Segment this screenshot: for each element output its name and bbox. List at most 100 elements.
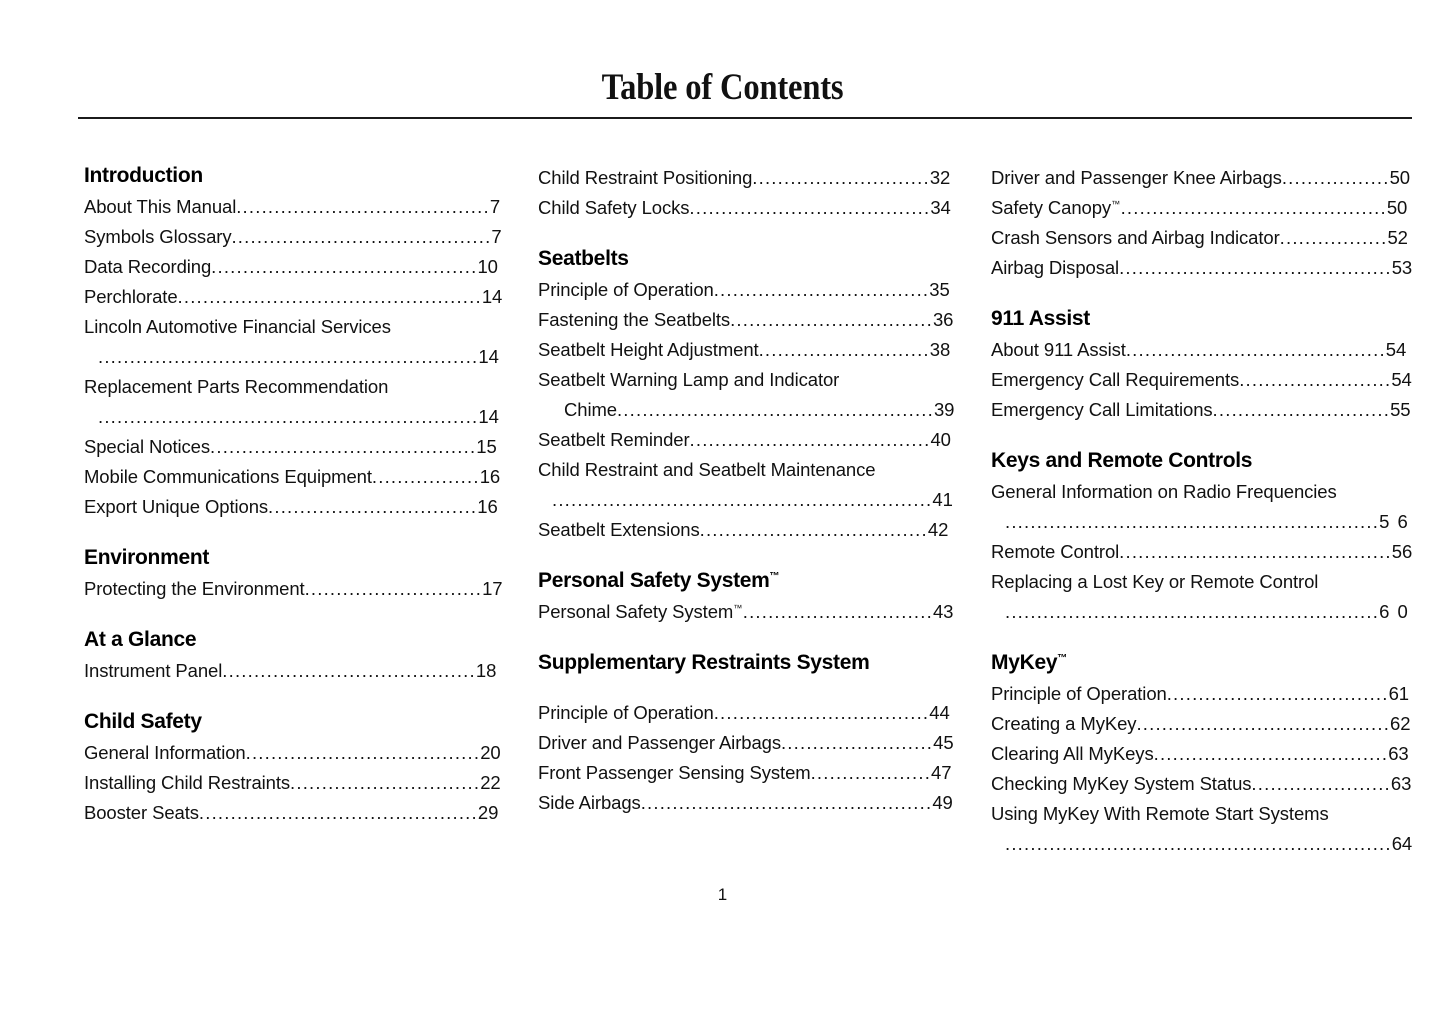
dot-leader: ........................................… bbox=[552, 489, 933, 510]
toc-entry-page: 47 bbox=[931, 762, 952, 783]
toc-entry[interactable]: Mobile Communications Equipment ........… bbox=[84, 462, 502, 492]
toc-entry[interactable]: Fastening the Seatbelts ................… bbox=[538, 305, 954, 335]
dot-leader: ................................... bbox=[1166, 683, 1389, 704]
toc-entry[interactable]: Perchlorate ............................… bbox=[84, 282, 502, 312]
toc-section-heading[interactable]: Environment bbox=[84, 545, 502, 571]
toc-entry-label: Principle of Operation bbox=[991, 683, 1167, 704]
toc-entry[interactable]: Seatbelt Extensions ....................… bbox=[538, 515, 954, 545]
toc-entry-page: 14 bbox=[478, 346, 499, 367]
toc-entry[interactable]: Creating a MyKey .......................… bbox=[991, 709, 1412, 739]
toc-entry-label: Driver and Passenger Airbags bbox=[538, 732, 781, 753]
toc-entry[interactable]: Export Unique Options ..................… bbox=[84, 492, 502, 522]
toc-entry-page: 41 bbox=[932, 489, 953, 510]
toc-entry[interactable]: Child Safety Locks .....................… bbox=[538, 193, 954, 223]
dot-leader: .............................. bbox=[290, 772, 481, 793]
toc-section-heading-label: Environment bbox=[84, 546, 210, 569]
dot-leader: ........................................… bbox=[1120, 197, 1387, 218]
toc-section-heading[interactable]: MyKey™ bbox=[991, 650, 1412, 676]
toc-entry-page: 42 bbox=[927, 519, 949, 540]
toc-entry-page: 35 bbox=[929, 279, 950, 300]
toc-entry[interactable]: Driver and Passenger Airbags ...........… bbox=[538, 728, 954, 758]
toc-section-heading[interactable]: Introduction bbox=[84, 163, 502, 189]
toc-entry-page: 44 bbox=[929, 702, 950, 723]
toc-section-heading[interactable]: 911 Assist bbox=[991, 306, 1412, 332]
toc-entry-label: Seatbelt Warning Lamp and Indicator bbox=[538, 369, 840, 390]
toc-entry-page: 29 bbox=[477, 802, 499, 823]
toc-entry[interactable]: Special Notices ........................… bbox=[84, 432, 502, 462]
toc-entry-page: 50 bbox=[1386, 197, 1408, 218]
toc-entry[interactable]: Installing Child Restraints ............… bbox=[84, 768, 502, 798]
toc-section-heading[interactable]: Keys and Remote Controls bbox=[991, 448, 1412, 474]
toc-entry[interactable]: Personal Safety System™ ................… bbox=[538, 597, 954, 627]
toc-entry[interactable]: General Information ....................… bbox=[84, 738, 502, 768]
toc-entry-label: Driver and Passenger Knee Airbags bbox=[991, 167, 1282, 188]
toc-entry-page: 56 bbox=[1391, 541, 1412, 562]
toc-entry[interactable]: Emergency Call Limitations .............… bbox=[991, 395, 1412, 425]
page-title: Table of Contents bbox=[601, 67, 844, 108]
toc-section-heading[interactable]: Child Safety bbox=[84, 709, 502, 735]
toc-entry-page: 34 bbox=[930, 197, 951, 218]
toc-entry-label: Personal Safety System™ bbox=[538, 601, 743, 622]
toc-entry-page: 16 bbox=[479, 466, 501, 487]
toc-section-heading-label: 911 Assist bbox=[991, 307, 1090, 330]
toc-entry[interactable]: About 911 Assist .......................… bbox=[991, 335, 1412, 365]
toc-entry[interactable]: Airbag Disposal ........................… bbox=[991, 253, 1412, 283]
toc-entry[interactable]: Child Restraint and Seatbelt Maintenance… bbox=[538, 455, 954, 515]
toc-entry[interactable]: Instrument Panel .......................… bbox=[84, 656, 502, 686]
toc-entry-page: 43 bbox=[932, 601, 954, 622]
toc-entry-page: 40 bbox=[930, 429, 951, 450]
toc-entry[interactable]: General Information on Radio Frequencies… bbox=[991, 477, 1412, 537]
toc-entry[interactable]: Driver and Passenger Knee Airbags ......… bbox=[991, 163, 1412, 193]
toc-entry[interactable]: Principle of Operation .................… bbox=[991, 679, 1412, 709]
toc-entry[interactable]: Replacing a Lost Key or Remote Control .… bbox=[991, 567, 1412, 627]
toc-entry[interactable]: Seatbelt Reminder ......................… bbox=[538, 425, 954, 455]
toc-entry[interactable]: Symbols Glossary .......................… bbox=[84, 222, 502, 252]
dot-leader: ........................................… bbox=[616, 399, 934, 420]
toc-entry[interactable]: Emergency Call Requirements ............… bbox=[991, 365, 1412, 395]
toc-entry[interactable]: Lincoln Automotive Financial Services ..… bbox=[84, 312, 502, 372]
toc-entry[interactable]: Crash Sensors and Airbag Indicator .....… bbox=[991, 223, 1412, 253]
toc-entry[interactable]: Booster Seats ..........................… bbox=[84, 798, 502, 828]
toc-entry[interactable]: Front Passenger Sensing System .........… bbox=[538, 758, 954, 788]
toc-entry-label: Crash Sensors and Airbag Indicator bbox=[991, 227, 1280, 248]
toc-entry[interactable]: Protecting the Environment .............… bbox=[84, 574, 502, 604]
toc-section-heading[interactable]: Personal Safety System™ bbox=[538, 568, 954, 594]
toc-entry[interactable]: Data Recording .........................… bbox=[84, 252, 502, 282]
toc-entry[interactable]: Side Airbags ...........................… bbox=[538, 788, 954, 818]
toc-entry[interactable]: Remote Control .........................… bbox=[991, 537, 1412, 567]
toc-section-heading[interactable]: Seatbelts bbox=[538, 246, 954, 272]
toc-entry[interactable]: Principle of Operation .................… bbox=[538, 275, 954, 305]
toc-entry-label: Principle of Operation bbox=[538, 702, 714, 723]
toc-section-heading[interactable]: At a Glance bbox=[84, 627, 502, 653]
toc-entry-label: Seatbelt Height Adjustment bbox=[538, 339, 759, 360]
toc-section: MyKey™ Principle of Operation ...........… bbox=[991, 650, 1412, 859]
toc-entry-continuation: ........................................… bbox=[84, 402, 502, 432]
toc-entry[interactable]: Safety Canopy™ .........................… bbox=[991, 193, 1412, 223]
toc-entry[interactable]: Child Restraint Positioning ............… bbox=[538, 163, 954, 193]
toc-entry-page: 10 bbox=[477, 256, 498, 277]
toc-column-2: Child Restraint Positioning ............… bbox=[538, 163, 954, 818]
toc-entry-label: Clearing All MyKeys bbox=[991, 743, 1154, 764]
toc-section-heading-label: Keys and Remote Controls bbox=[991, 449, 1253, 472]
toc-entry-continuation: ........................................… bbox=[991, 507, 1412, 537]
toc-entry[interactable]: Seatbelt Height Adjustment .............… bbox=[538, 335, 954, 365]
toc-section-heading[interactable]: Supplementary Restraints System bbox=[538, 650, 954, 676]
dot-leader: .................................. bbox=[713, 702, 930, 723]
toc-entry-continuation-label: Chime bbox=[564, 399, 617, 420]
toc-entry[interactable]: About This Manual ......................… bbox=[84, 192, 502, 222]
toc-entry-label: Safety Canopy™ bbox=[991, 197, 1121, 218]
dot-leader: ........................ bbox=[1239, 369, 1392, 390]
toc-entry-label: Emergency Call Requirements bbox=[991, 369, 1240, 390]
toc-entry-label: About 911 Assist bbox=[991, 339, 1126, 360]
toc-entry[interactable]: Checking MyKey System Status ...........… bbox=[991, 769, 1412, 799]
toc-entry-page: 16 bbox=[477, 496, 498, 517]
toc-entry[interactable]: Replacement Parts Recommendation .......… bbox=[84, 372, 502, 432]
toc-entry[interactable]: Principle of Operation .................… bbox=[538, 698, 954, 728]
toc-entry[interactable]: Using MyKey With Remote Start Systems ..… bbox=[991, 799, 1412, 859]
toc-entry[interactable]: Clearing All MyKeys ....................… bbox=[991, 739, 1412, 769]
